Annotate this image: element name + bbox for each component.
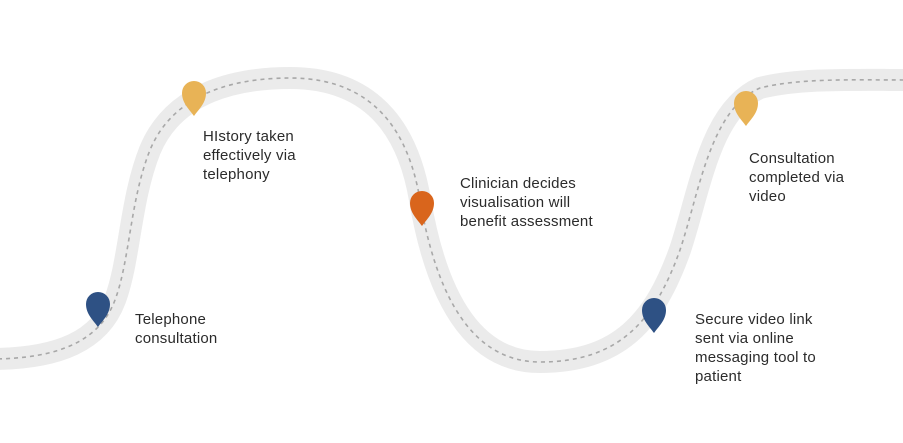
step-label-secure-video-link: Secure video link sent via online messag… — [695, 311, 816, 385]
map-pin-icon — [182, 81, 206, 116]
step-label-telephone-consultation: Telephone consultation — [135, 311, 218, 347]
map-pin-icon — [410, 191, 434, 226]
step-label-consultation-completed: Consultation completed via video — [749, 150, 845, 205]
map-pin-icon — [86, 292, 110, 327]
step-label-clinician-decides: Clinician decides visualisation will ben… — [460, 175, 593, 230]
map-pin-icon — [734, 91, 758, 126]
map-pin-icon — [642, 298, 666, 333]
step-label-history-taken: HIstory taken effectively via telephony — [203, 128, 296, 183]
